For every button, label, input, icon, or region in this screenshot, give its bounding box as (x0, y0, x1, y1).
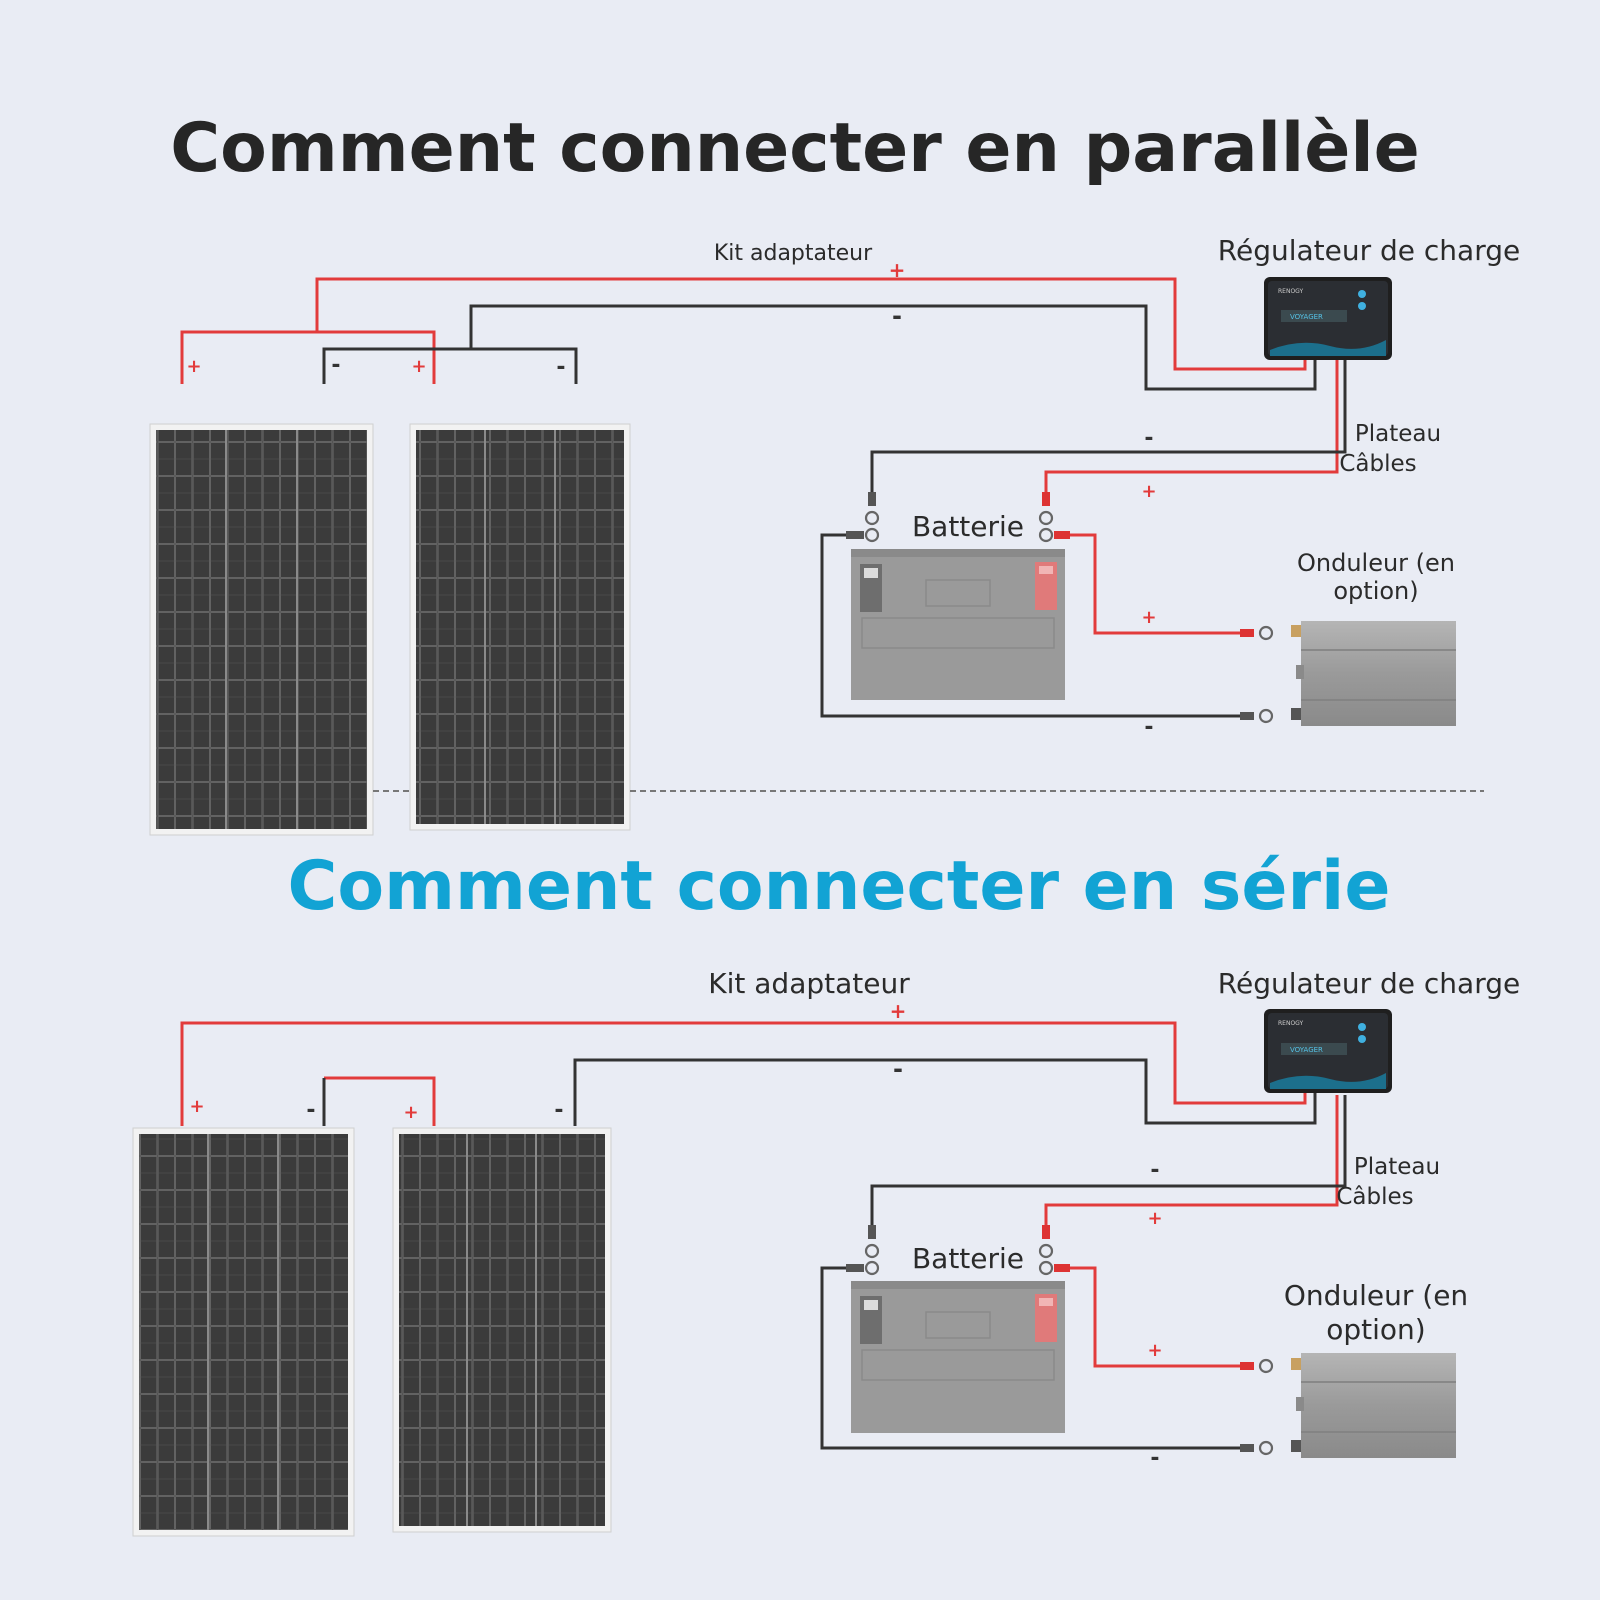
parallel-battery-plus: + (1141, 481, 1156, 502)
series-inverter-terminals (1240, 1358, 1274, 1456)
parallel-cables-label: Câbles (1339, 451, 1416, 477)
parallel-section: Comment connecter en parallèle Kit adapt… (149, 109, 1520, 836)
series-plateau-label: Plateau (1354, 1154, 1440, 1180)
parallel-battery-minus: - (1144, 426, 1153, 451)
parallel-inverter (1291, 621, 1456, 726)
parallel-charge-controller: RENOGY VOYAGER (1264, 277, 1392, 360)
series-panel1-plus: + (189, 1096, 204, 1117)
series-positive-wires (180, 1021, 1339, 1368)
series-battery (851, 1281, 1065, 1433)
series-inverter-label-line2: option) (1326, 1313, 1425, 1346)
parallel-kit-label: Kit adaptateur (714, 241, 873, 266)
series-charge-controller: RENOGY VOYAGER (1264, 1009, 1392, 1093)
parallel-controller-model: VOYAGER (1290, 313, 1323, 321)
series-panel1-minus: - (306, 1098, 315, 1123)
parallel-solar-panel-1 (149, 423, 374, 836)
parallel-battery (851, 549, 1065, 700)
series-controller-label: Régulateur de charge (1218, 967, 1520, 1000)
parallel-negative-wires (322, 304, 1347, 718)
series-inverter (1291, 1353, 1456, 1458)
series-section: Comment connecter en série Kit adaptateu… (132, 847, 1520, 1537)
parallel-inverter-plus: + (1141, 607, 1156, 628)
series-solar-panel-1 (132, 1127, 355, 1537)
parallel-solar-panel-2 (409, 423, 631, 831)
series-kit-minus: - (893, 1055, 903, 1083)
series-panel2-minus: - (554, 1098, 563, 1123)
parallel-positive-wires (180, 277, 1339, 635)
series-battery-minus: - (1150, 1158, 1159, 1183)
parallel-kit-plus: + (889, 258, 906, 282)
series-inverter-plus: + (1147, 1340, 1162, 1361)
series-kit-plus: + (890, 999, 907, 1023)
series-inverter-minus: - (1150, 1446, 1159, 1471)
parallel-panel2-minus: - (556, 355, 565, 380)
parallel-inverter-label-line2: option) (1333, 577, 1418, 605)
parallel-inverter-minus: - (1144, 715, 1153, 740)
parallel-panel2-plus: + (411, 356, 426, 377)
parallel-inverter-label-line1: Onduleur (en (1297, 549, 1455, 577)
parallel-controller-brand: RENOGY (1278, 288, 1304, 295)
parallel-inverter-terminals (1240, 625, 1274, 724)
series-battery-plus: + (1147, 1208, 1162, 1229)
series-battery-terminals (846, 1225, 1070, 1276)
series-cables-label: Câbles (1336, 1184, 1413, 1210)
series-inverter-label-line1: Onduleur (en (1284, 1279, 1468, 1312)
series-negative-wires (322, 1058, 1347, 1450)
series-controller-model: VOYAGER (1290, 1046, 1323, 1054)
parallel-battery-terminals (846, 492, 1070, 543)
series-panel2-plus: + (403, 1102, 418, 1123)
parallel-battery-label: Batterie (912, 510, 1024, 543)
parallel-controller-label: Régulateur de charge (1218, 234, 1520, 267)
series-kit-label: Kit adaptateur (708, 967, 910, 1000)
parallel-kit-minus: - (892, 302, 902, 330)
series-solar-panel-2 (392, 1127, 612, 1533)
series-controller-brand: RENOGY (1278, 1020, 1304, 1027)
parallel-title: Comment connecter en parallèle (170, 109, 1420, 188)
series-title: Comment connecter en série (288, 847, 1391, 926)
series-battery-label: Batterie (912, 1242, 1024, 1275)
parallel-panel1-plus: + (186, 356, 201, 377)
parallel-panel1-minus: - (331, 353, 340, 378)
parallel-plateau-label: Plateau (1355, 421, 1441, 447)
